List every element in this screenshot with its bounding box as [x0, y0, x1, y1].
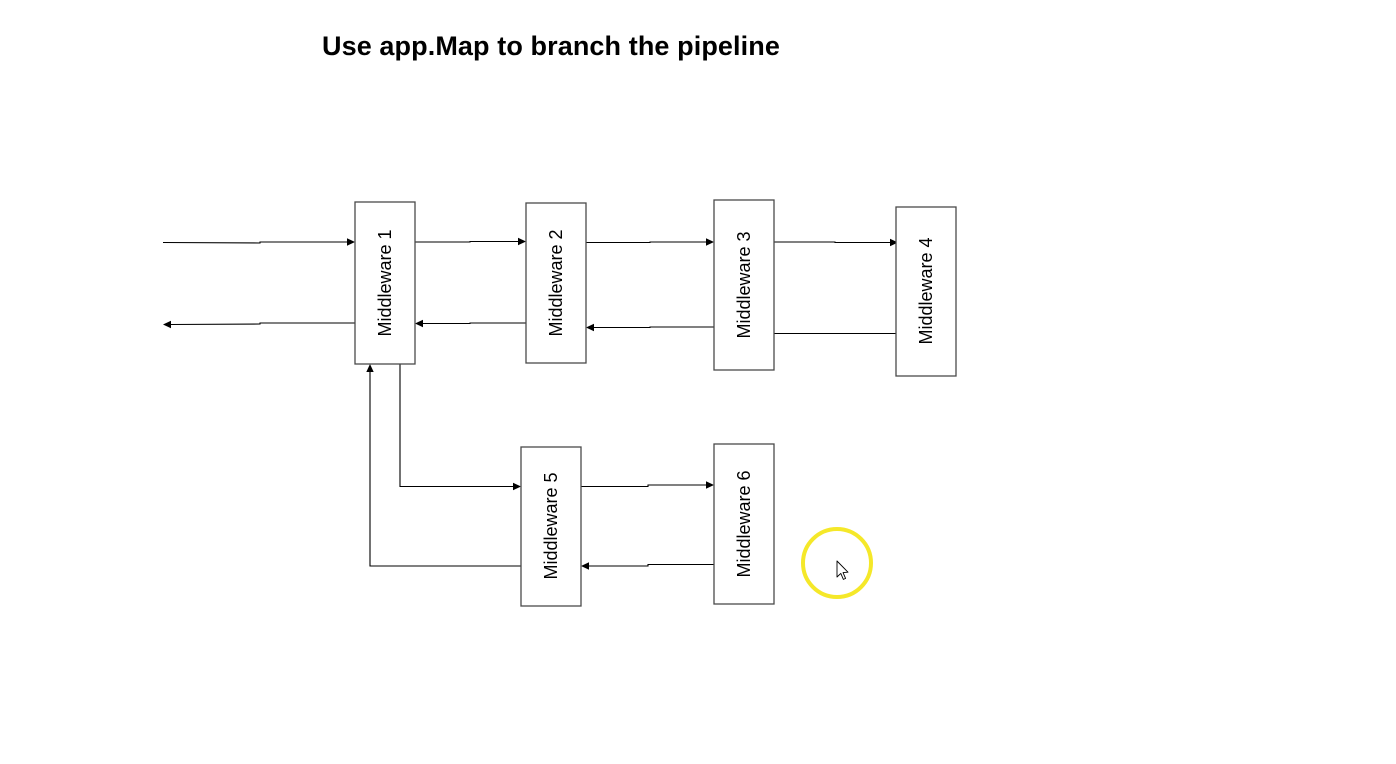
node-middleware-1-label: Middleware 1	[375, 229, 395, 336]
node-middleware-1: Middleware 1	[354, 201, 416, 365]
node-middleware-2: Middleware 2	[525, 202, 587, 364]
edge-m2-m1	[415, 319, 526, 328]
edge-m6-m5	[581, 562, 714, 570]
edge-m4-m3	[764, 329, 896, 338]
cursor-highlight	[801, 527, 873, 599]
node-middleware-3-label: Middleware 3	[734, 231, 754, 338]
diagram-title: Use app.Map to branch the pipeline	[322, 31, 780, 61]
edge-m3-m4	[774, 238, 898, 247]
node-middleware-5-label: Middleware 5	[541, 472, 561, 579]
connectors	[162, 237, 898, 570]
mouse-pointer-icon	[836, 560, 849, 580]
node-middleware-4-label: Middleware 4	[916, 237, 936, 344]
edge-m5-m6	[581, 481, 714, 489]
edge-m5-m1	[366, 364, 521, 567]
edge-m1-m5	[399, 364, 521, 491]
node-middleware-5: Middleware 5	[520, 446, 582, 607]
node-middleware-4: Middleware 4	[895, 206, 957, 377]
node-middleware-6-label: Middleware 6	[734, 470, 754, 577]
node-middleware-2-label: Middleware 2	[546, 229, 566, 336]
edge-m2-m3	[586, 238, 714, 246]
node-middleware-3: Middleware 3	[713, 199, 775, 371]
node-middleware-6: Middleware 6	[713, 443, 775, 605]
edge-m3-m2	[586, 323, 714, 332]
edge-m1-exit	[163, 320, 355, 329]
edge-m1-m2	[415, 237, 526, 246]
edge-in-m1	[162, 238, 355, 246]
